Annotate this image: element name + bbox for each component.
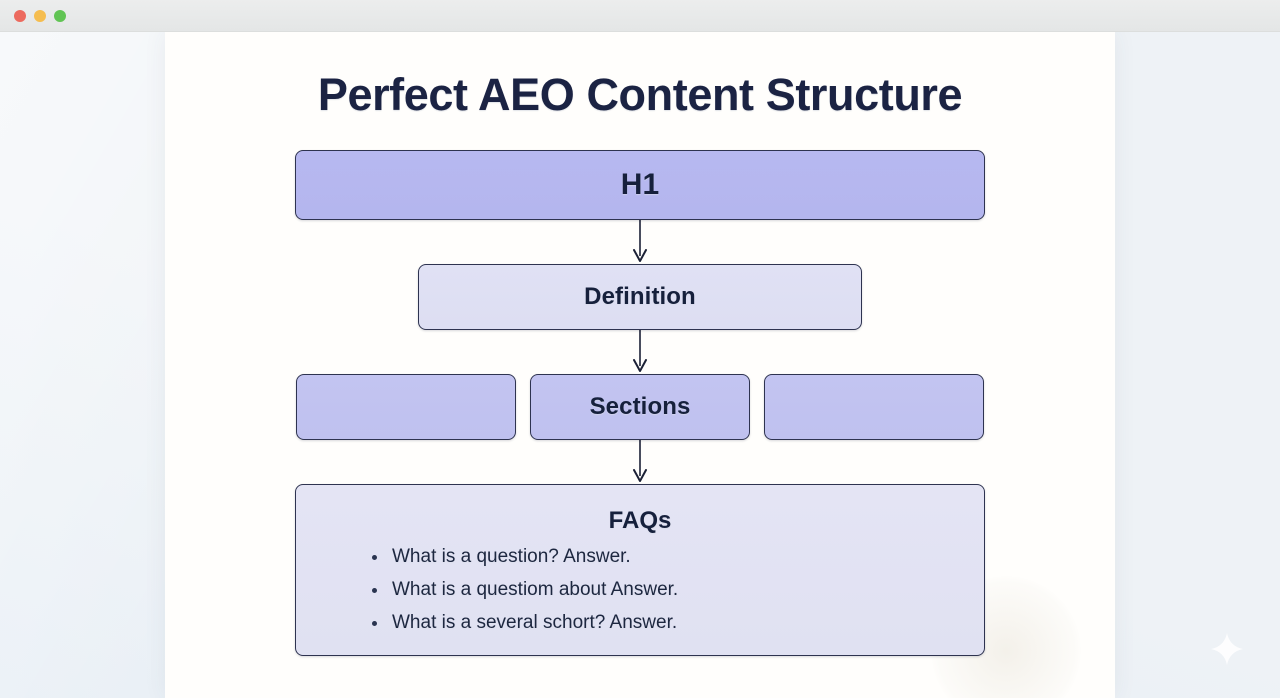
diagram-node-section-left[interactable] bbox=[296, 374, 516, 441]
diagram-node-definition[interactable]: Definition bbox=[418, 264, 862, 331]
page-title: Perfect AEO Content Structure bbox=[317, 69, 963, 120]
diagram-sections-row: Sections bbox=[296, 374, 984, 441]
minimize-window-button[interactable] bbox=[34, 9, 46, 22]
card-content: Perfect AEO Content Structure H1 bbox=[165, 32, 1115, 657]
faq-list-item: What is a question? Answer. bbox=[372, 541, 984, 574]
flow-diagram: H1 Definition bbox=[165, 150, 1115, 657]
faq-list-item: What is a several schort? Answer. bbox=[372, 607, 984, 640]
traffic-light-controls bbox=[14, 9, 66, 22]
connector-h1-to-definition bbox=[630, 220, 650, 264]
diagram-node-definition-label: Definition bbox=[584, 283, 696, 311]
zoom-window-button[interactable] bbox=[54, 9, 66, 22]
diagram-node-section-right[interactable] bbox=[764, 374, 984, 441]
diagram-node-section-center-label: Sections bbox=[589, 393, 691, 421]
page-viewport: Perfect AEO Content Structure H1 bbox=[0, 32, 1280, 698]
faq-list: What is a question? Answer. What is a qu… bbox=[296, 541, 984, 639]
diagram-node-h1[interactable]: H1 bbox=[295, 150, 985, 221]
sparkle-icon bbox=[1210, 632, 1244, 666]
diagram-node-h1-label: H1 bbox=[620, 168, 660, 202]
diagram-node-faqs[interactable]: FAQs What is a question? Answer. What is… bbox=[295, 484, 985, 657]
close-window-button[interactable] bbox=[14, 9, 26, 22]
faq-list-item: What is a questiom about Answer. bbox=[372, 574, 984, 607]
window-titlebar bbox=[0, 0, 1280, 32]
connector-definition-to-sections bbox=[630, 330, 650, 374]
connector-sections-to-faqs bbox=[630, 440, 650, 484]
diagram-node-section-center[interactable]: Sections bbox=[530, 374, 750, 441]
content-card: Perfect AEO Content Structure H1 bbox=[165, 32, 1115, 698]
diagram-node-faqs-label: FAQs bbox=[608, 507, 672, 535]
